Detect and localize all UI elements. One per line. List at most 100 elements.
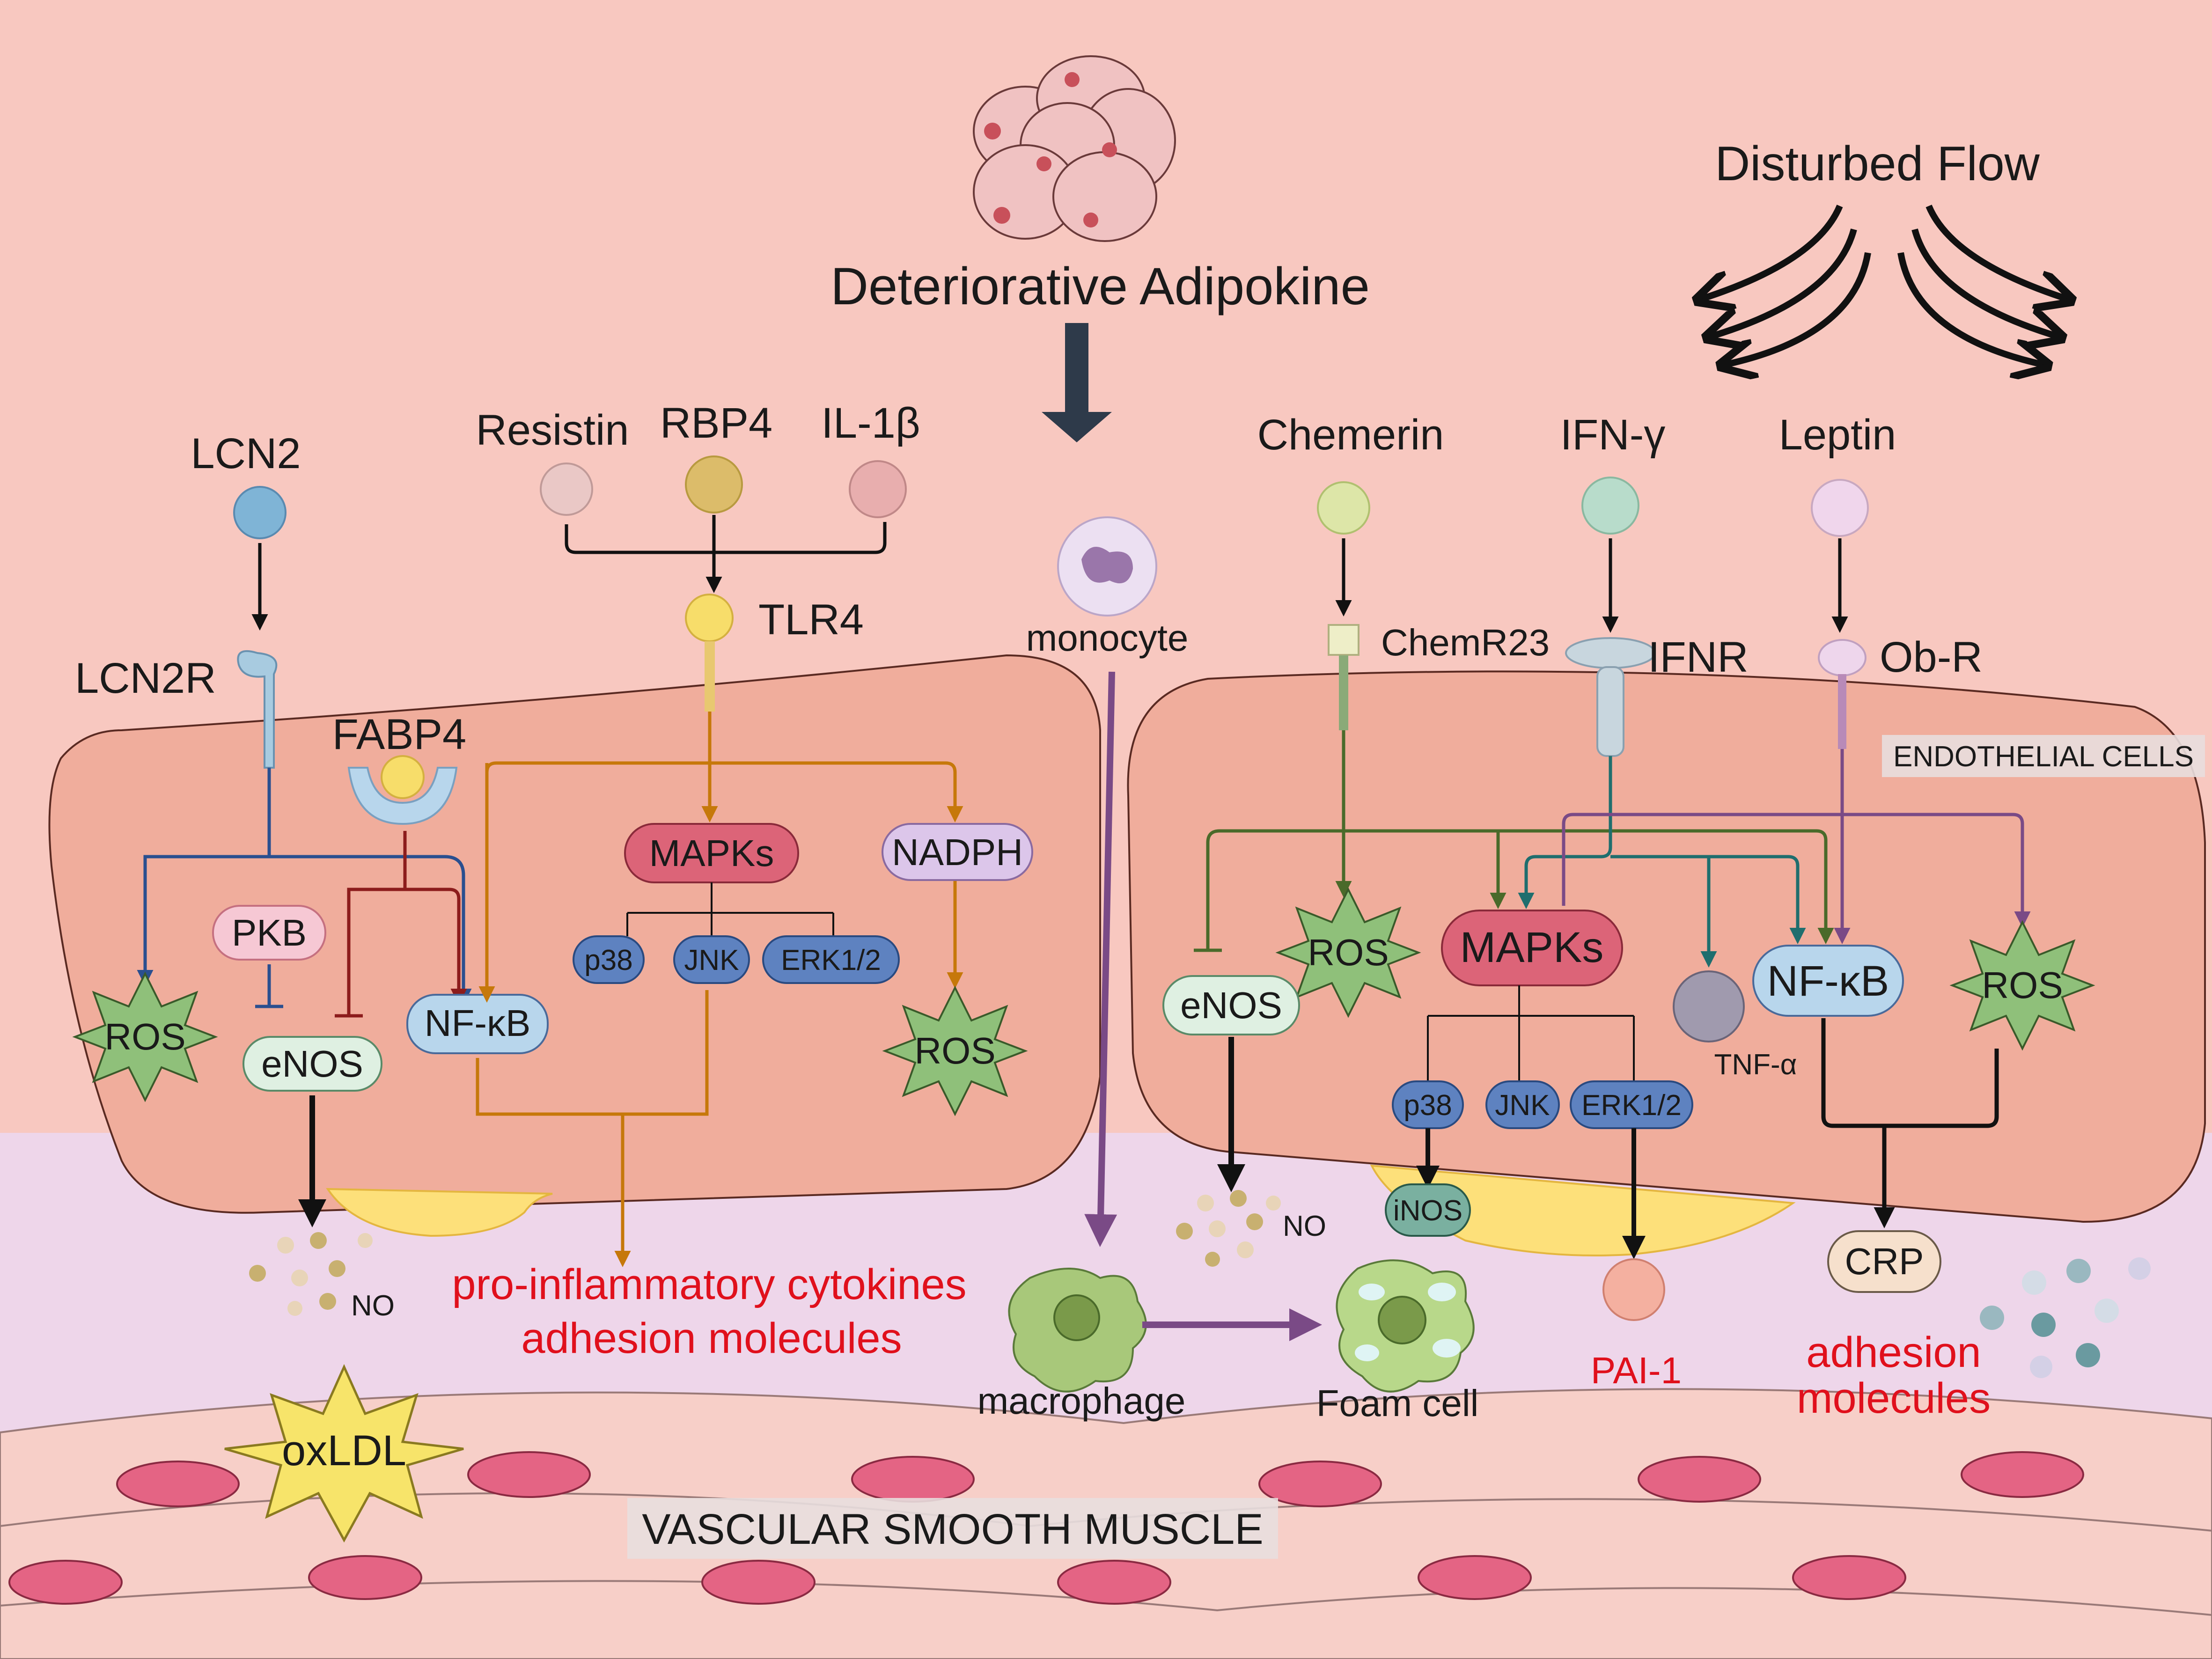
adhesion-label-left: adhesion molecules bbox=[521, 1314, 902, 1362]
foam-cell-label: Foam cell bbox=[1316, 1382, 1479, 1424]
erk-node-left bbox=[762, 935, 900, 984]
macrophage-label: macrophage bbox=[977, 1380, 1186, 1422]
tlr4-convergence-lines bbox=[565, 515, 887, 593]
nadph-node bbox=[882, 823, 1033, 881]
lcn2-ligand bbox=[233, 486, 287, 539]
chemerin-ligand bbox=[1317, 481, 1370, 535]
tlr4-pathways bbox=[476, 712, 963, 1267]
lcn2r-receptor bbox=[237, 650, 278, 769]
crp-node bbox=[1827, 1230, 1941, 1293]
title-down-arrow bbox=[1042, 323, 1112, 442]
enos-label-left: eNOS bbox=[261, 1043, 363, 1085]
ifng-ligand bbox=[1581, 477, 1639, 535]
il1b-ligand bbox=[849, 460, 907, 518]
rbp4-ligand bbox=[685, 455, 743, 514]
crp-convergence-lines bbox=[1821, 1018, 1999, 1228]
inos-label: iNOS bbox=[1393, 1195, 1462, 1227]
adhesion-dots-right bbox=[1980, 1257, 2151, 1378]
jnk-label-right: JNK bbox=[1495, 1089, 1550, 1122]
ros-label-left-a: ROS bbox=[104, 1016, 185, 1057]
il1b-label: IL-1β bbox=[821, 399, 920, 447]
no-dots-left bbox=[249, 1232, 373, 1316]
ifnr-pathways bbox=[1518, 756, 1806, 968]
ros-star-right-b bbox=[1949, 920, 2095, 1051]
adhesion-label-right-2: molecules bbox=[1797, 1374, 1991, 1422]
disturbed-flow-label: Disturbed Flow bbox=[1715, 137, 2040, 191]
tlr4-receptor-head bbox=[685, 594, 734, 642]
adipocyte-cluster bbox=[973, 55, 1176, 242]
endothelial-cell-left bbox=[48, 654, 1101, 1214]
tnfa-label: TNF-α bbox=[1714, 1049, 1797, 1081]
nfkb-label-right: NF-κB bbox=[1767, 957, 1889, 1005]
adhesion-label-right-1: adhesion bbox=[1806, 1329, 1981, 1376]
fabp4-pathways bbox=[335, 831, 467, 1018]
proinflammatory-label: pro-inflammatory cytokines bbox=[452, 1261, 966, 1308]
basement-blob-left bbox=[326, 1188, 553, 1237]
lcn2r-pathways bbox=[137, 768, 472, 1008]
p38-label-right: p38 bbox=[1404, 1089, 1452, 1122]
mapks-left-tree bbox=[626, 882, 834, 936]
obr-receptor-head bbox=[1818, 639, 1867, 676]
oxldl-star bbox=[224, 1364, 464, 1543]
ros-star-left-a bbox=[72, 971, 218, 1102]
obr-label: Ob-R bbox=[1880, 633, 1983, 681]
fabp4-ligand bbox=[381, 755, 425, 799]
resistin-label: Resistin bbox=[476, 406, 629, 454]
fabp4-receptor bbox=[347, 767, 458, 825]
no-dots-right bbox=[1176, 1190, 1281, 1267]
ifnr-receptor-head bbox=[1565, 637, 1656, 669]
pkb-label: PKB bbox=[232, 912, 307, 954]
ifnr-receptor-stem bbox=[1596, 666, 1624, 757]
chemr23-receptor-head bbox=[1328, 624, 1360, 656]
no-label-right: NO bbox=[1283, 1210, 1326, 1242]
disturbed-flow-arrows bbox=[1699, 205, 2069, 365]
pai1-node bbox=[1602, 1258, 1665, 1321]
monocyte-label: monocyte bbox=[1026, 617, 1189, 659]
chemerin-label: Chemerin bbox=[1257, 411, 1444, 459]
ros-star-left-b bbox=[882, 985, 1028, 1116]
nfkb-node-right bbox=[1752, 945, 1904, 1017]
obr-receptor-stem bbox=[1838, 674, 1846, 749]
jnk-node-left bbox=[673, 935, 750, 984]
obr-pathways bbox=[1562, 749, 2031, 944]
ros-label-right-a: ROS bbox=[1308, 932, 1389, 973]
p38-node-left bbox=[573, 935, 645, 984]
pai1-label: PAI-1 bbox=[1591, 1350, 1682, 1391]
monocyte-to-macrophage-arrow bbox=[1084, 671, 1117, 1247]
mapks-label-right: MAPKs bbox=[1460, 924, 1604, 971]
monocyte-nucleus bbox=[1081, 547, 1133, 584]
nfkb-node-left bbox=[406, 994, 549, 1054]
smooth-muscle-label-box bbox=[627, 1498, 1278, 1559]
foam-cell bbox=[1336, 1259, 1475, 1393]
enos-label-right: eNOS bbox=[1180, 984, 1282, 1026]
pkb-node bbox=[212, 905, 326, 961]
ros-label-left-b: ROS bbox=[914, 1030, 995, 1072]
mapks-right-tree bbox=[1427, 985, 1635, 1081]
erk-label-left: ERK1/2 bbox=[781, 944, 881, 976]
ifnr-label: IFNR bbox=[1648, 633, 1749, 681]
lcn2-label: LCN2 bbox=[191, 430, 301, 477]
page-title: Deteriorative Adipokine bbox=[830, 257, 1370, 316]
jnk-node-right bbox=[1485, 1080, 1560, 1129]
p38-label-left: p38 bbox=[584, 944, 632, 976]
mapks-label-left: MAPKs bbox=[649, 832, 774, 874]
jnk-label-left: JNK bbox=[684, 944, 739, 976]
inos-node bbox=[1385, 1183, 1471, 1237]
nadph-label: NADPH bbox=[892, 831, 1023, 873]
nfkb-label-left: NF-κB bbox=[425, 1002, 531, 1044]
chemr23-receptor-stem bbox=[1339, 655, 1348, 730]
smooth-muscle-label: VASCULAR SMOOTH MUSCLE bbox=[642, 1505, 1263, 1553]
tlr4-label: TLR4 bbox=[758, 596, 864, 644]
no-label-left: NO bbox=[351, 1290, 395, 1322]
rbp4-label: RBP4 bbox=[660, 399, 772, 447]
tlr4-receptor-stem bbox=[705, 641, 715, 712]
macrophage-cell bbox=[1008, 1268, 1147, 1393]
crp-label: CRP bbox=[1845, 1241, 1924, 1282]
ros-label-right-b: ROS bbox=[1982, 964, 2063, 1006]
leptin-ligand bbox=[1811, 479, 1869, 537]
mapks-node-right bbox=[1441, 910, 1623, 986]
endothelial-label-box bbox=[1882, 735, 2205, 777]
endothelial-label: ENDOTHELIAL CELLS bbox=[1893, 741, 2194, 773]
enos-node-right bbox=[1162, 975, 1300, 1035]
